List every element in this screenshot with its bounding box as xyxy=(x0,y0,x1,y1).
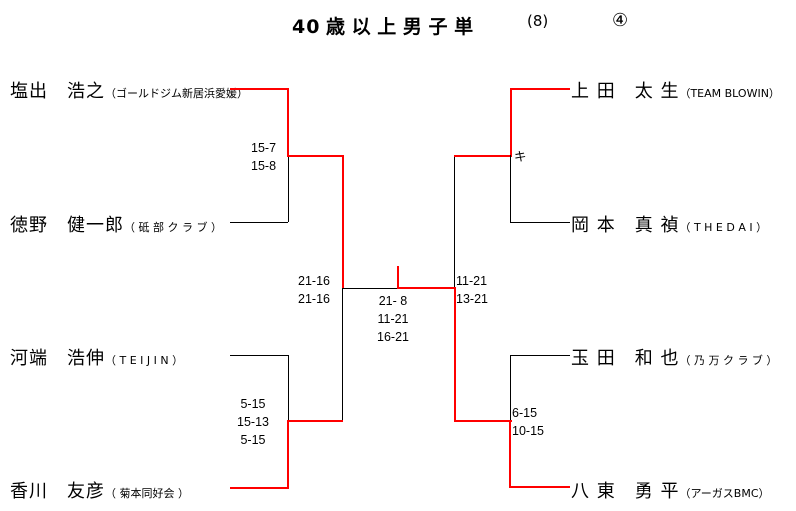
bracket-line-winner xyxy=(230,487,289,489)
score: 11-21 xyxy=(377,312,409,326)
player-name: 岡 本 真 禎 xyxy=(571,215,680,236)
bracket-line-winner xyxy=(397,287,456,289)
bracket-title: 40 歳 以 上 男 子 単 xyxy=(292,16,475,38)
score: 15-13 xyxy=(237,415,269,429)
bracket-line-winner xyxy=(454,420,512,422)
player-entry: 岡 本 真 禎（ T H E D A I ） xyxy=(571,211,767,237)
player-entry: 徳野 健一郎（ 砥 部 ク ラ ブ ） xyxy=(10,211,222,237)
bracket-line xyxy=(230,355,288,356)
player-club: （ T H E D A I ） xyxy=(679,221,768,234)
bracket-line xyxy=(510,155,511,222)
score: 21- 8 xyxy=(378,294,408,308)
draw-number: (8) xyxy=(527,12,549,30)
bracket-line-winner xyxy=(342,155,344,289)
bracket-line-winner xyxy=(287,88,289,156)
score-left-top: 15-7 15-8 xyxy=(251,139,276,175)
bracket-number: ④ xyxy=(612,10,629,31)
score: 15-8 xyxy=(251,159,277,173)
score-final: 21- 8 11-21 16-21 xyxy=(377,292,409,346)
player-name: 八 東 勇 平 xyxy=(571,481,680,502)
bracket-line-winner xyxy=(454,287,456,422)
score-right-semi: 11-21 13-21 xyxy=(456,272,488,308)
score: 6-15 xyxy=(512,406,538,420)
score-left-bottom: 5-15 15-13 5-15 xyxy=(237,395,269,449)
player-club: （ゴールドジム新居浜愛媛） xyxy=(105,87,248,100)
player-entry: 八 東 勇 平（アーガスBMC） xyxy=(571,477,770,503)
champion-line xyxy=(397,266,399,289)
player-club: （アーガスBMC） xyxy=(679,487,770,500)
player-name: 香川 友彦 xyxy=(10,481,105,502)
bracket-line-winner xyxy=(287,420,289,488)
bracket-line-winner xyxy=(509,420,511,488)
score: 21-16 xyxy=(298,292,330,306)
bracket-line-winner xyxy=(454,155,512,157)
bracket-line xyxy=(454,155,455,288)
score: 5-15 xyxy=(240,433,266,447)
player-club: （ 菊本同好会 ） xyxy=(105,487,189,500)
player-entry: 河端 浩伸（ T E I J I N ） xyxy=(10,344,183,370)
player-name: 塩出 浩之 xyxy=(10,81,105,102)
bracket-line xyxy=(342,289,343,420)
player-name: 河端 浩伸 xyxy=(10,348,105,369)
bracket-line xyxy=(510,222,570,223)
bracket-line-winner xyxy=(510,88,570,90)
player-club: （TEAM BLOWIN） xyxy=(679,87,780,100)
bracket-line-winner xyxy=(230,88,288,90)
bracket-line xyxy=(510,355,511,420)
player-entry: 上 田 太 生（TEAM BLOWIN） xyxy=(571,77,780,103)
bracket-line-winner xyxy=(509,486,570,488)
score-left-semi: 21-16 21-16 xyxy=(298,272,330,308)
bracket-line xyxy=(342,288,398,289)
bracket-line xyxy=(230,222,288,223)
score: 13-21 xyxy=(456,292,488,306)
score: 21-16 xyxy=(298,274,330,288)
player-entry: 玉 田 和 也（ 乃 万 ク ラ ブ ） xyxy=(571,344,777,370)
score: 10-15 xyxy=(512,424,544,438)
bracket-line-winner xyxy=(510,88,512,156)
bracket-line-winner xyxy=(287,155,344,157)
player-entry: 香川 友彦（ 菊本同好会 ） xyxy=(10,477,189,503)
score: 15-7 xyxy=(251,141,277,155)
score: 5-15 xyxy=(240,397,266,411)
score-right-bottom: 6-15 10-15 xyxy=(512,404,544,440)
score: 11-21 xyxy=(456,274,488,288)
score: 16-21 xyxy=(377,330,409,344)
player-club: （ 乃 万 ク ラ ブ ） xyxy=(679,354,778,367)
player-club: （ 砥 部 ク ラ ブ ） xyxy=(124,221,222,234)
player-entry: 塩出 浩之（ゴールドジム新居浜愛媛） xyxy=(10,77,248,103)
player-name: 徳野 健一郎 xyxy=(10,215,124,236)
bracket-line xyxy=(510,355,570,356)
bracket-line xyxy=(288,355,289,420)
bracket-line xyxy=(288,155,289,222)
bracket-line-winner xyxy=(287,420,343,422)
player-name: 上 田 太 生 xyxy=(571,81,680,102)
score-right-top: キ xyxy=(514,150,527,164)
player-club: （ T E I J I N ） xyxy=(105,354,184,367)
player-name: 玉 田 和 也 xyxy=(571,348,680,369)
